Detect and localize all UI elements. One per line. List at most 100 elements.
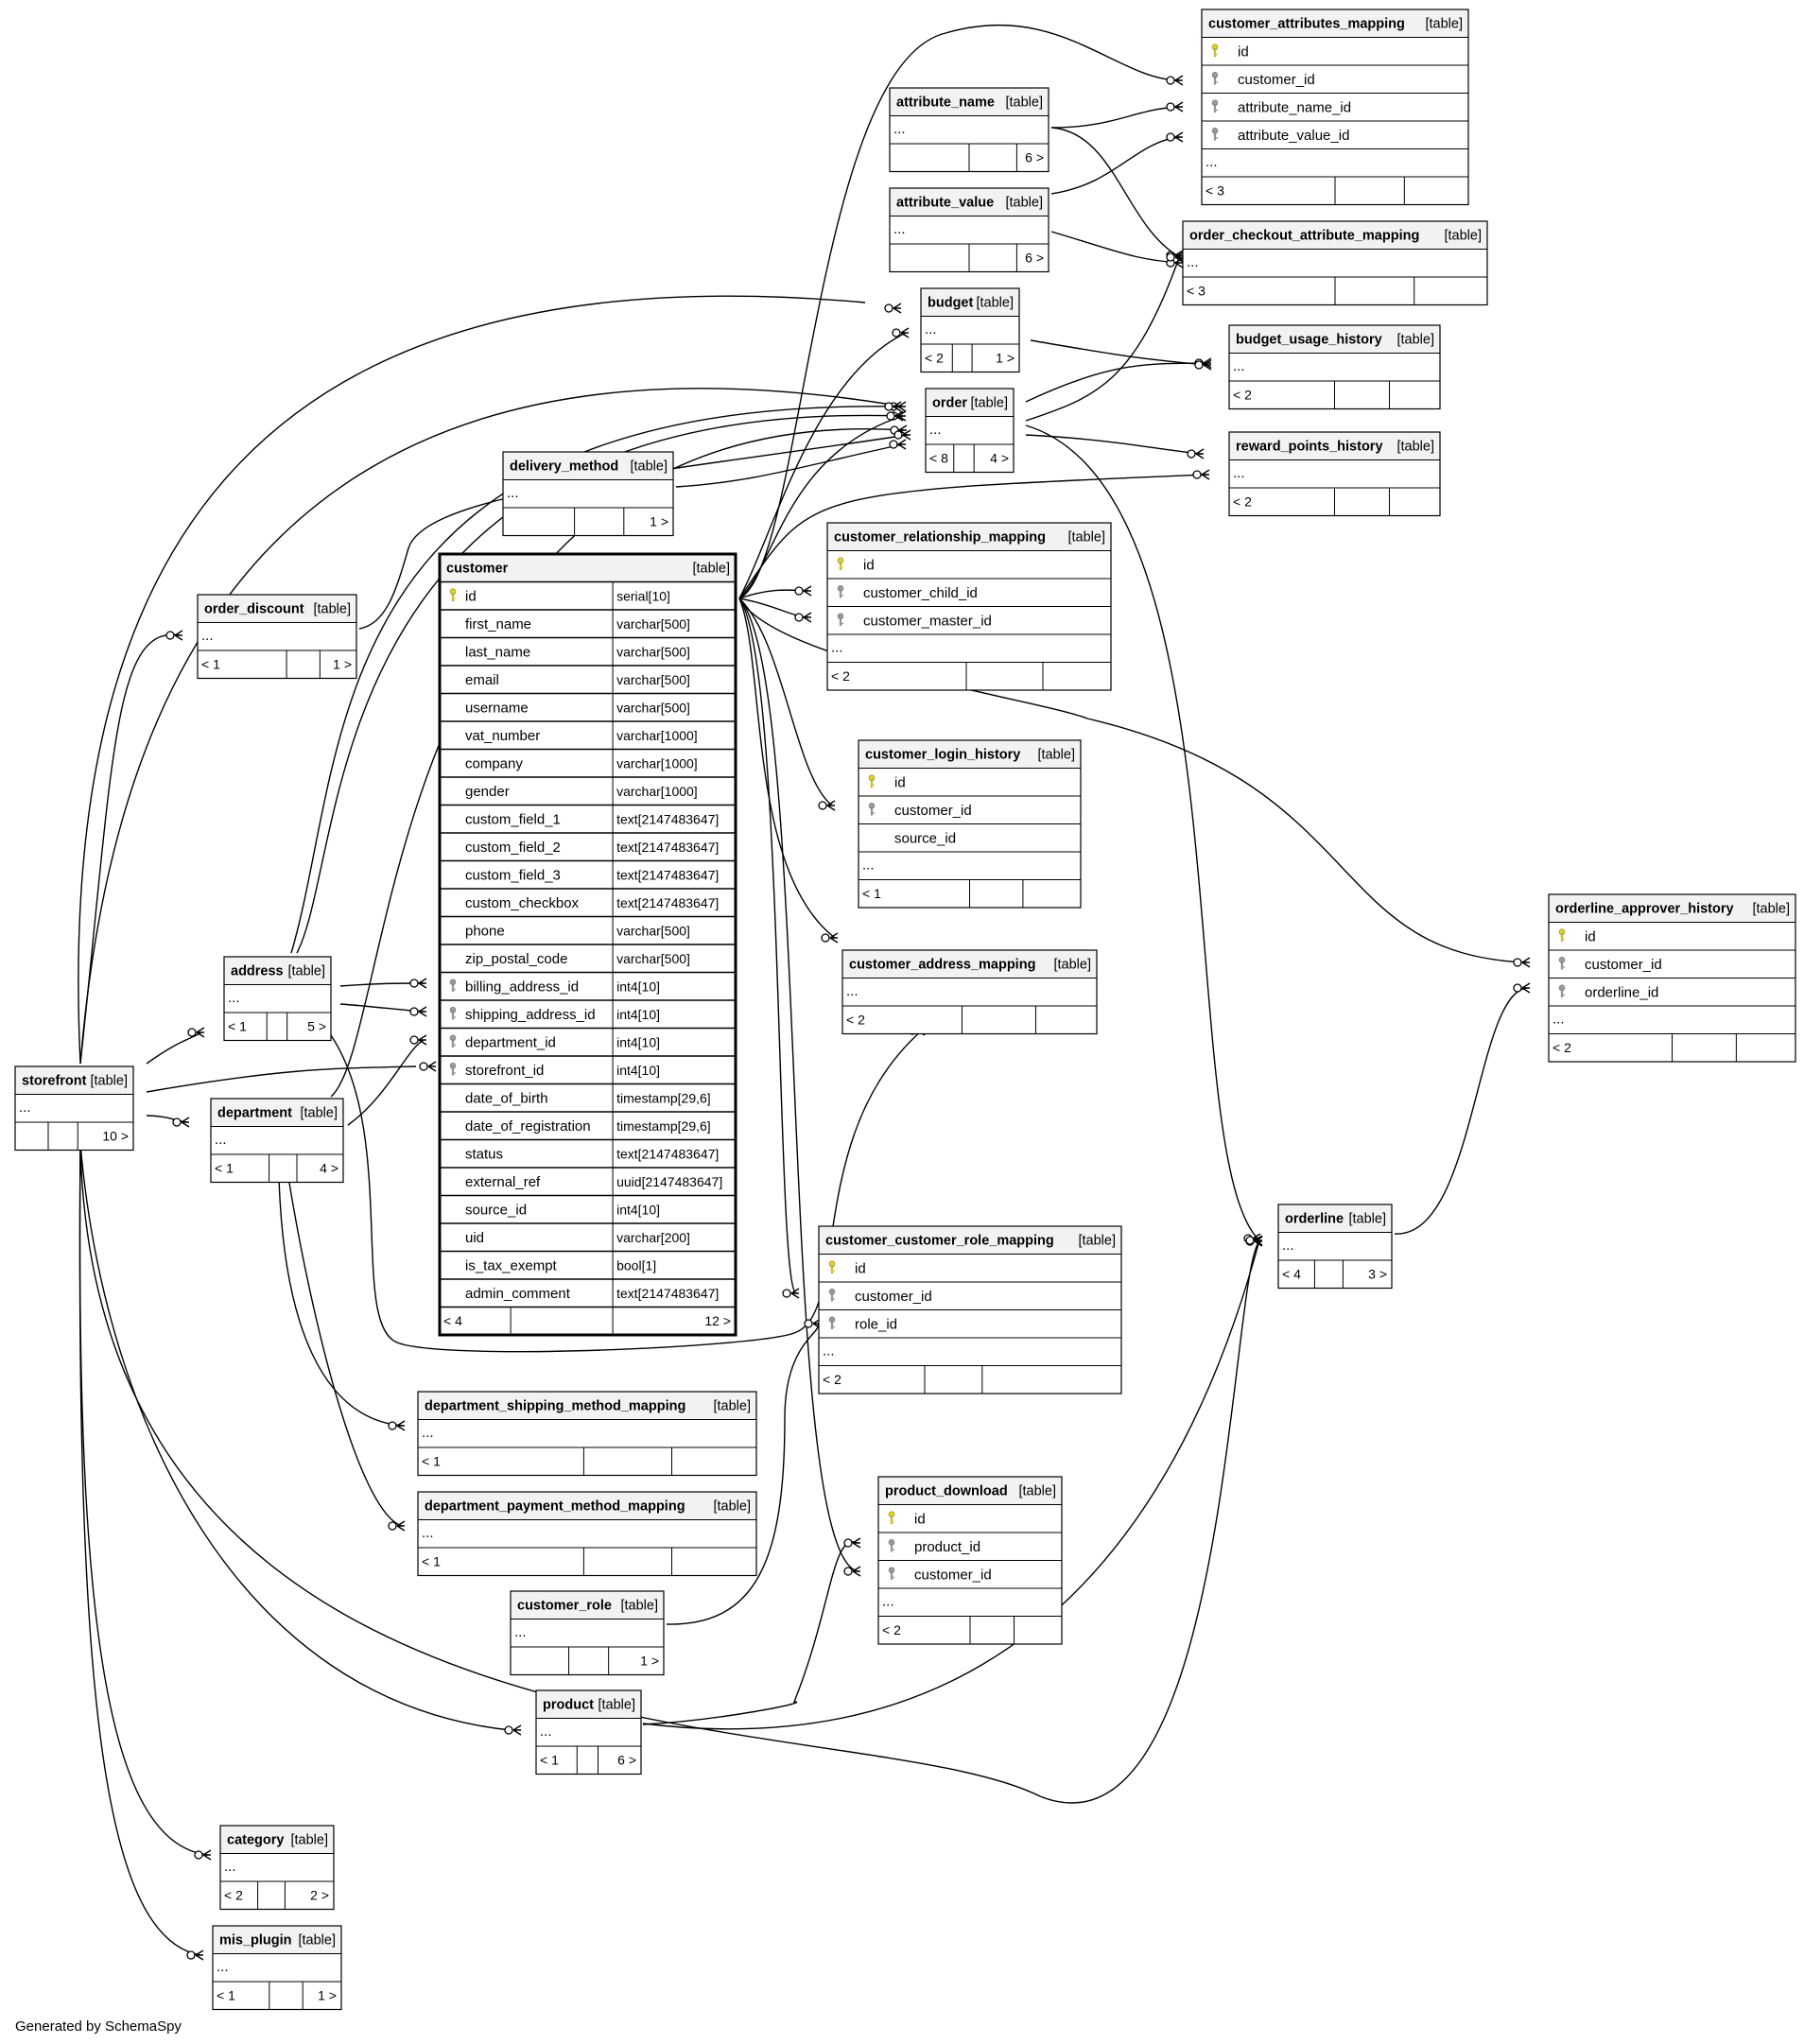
parent-count[interactable]: < 1 <box>215 1160 234 1175</box>
table-product_download[interactable]: product_download[table]idproduct_idcusto… <box>877 1476 1063 1645</box>
child-count[interactable]: 3 > <box>1368 1266 1387 1281</box>
column-name: id <box>863 557 875 573</box>
parent-count[interactable]: < 1 <box>422 1553 441 1568</box>
child-count[interactable]: 1 > <box>650 513 668 528</box>
table-customer_customer_role_mapping[interactable]: customer_customer_role_mapping[table]idc… <box>818 1225 1122 1394</box>
parent-count[interactable]: < 2 <box>882 1622 901 1637</box>
child-count[interactable]: 12 > <box>704 1313 731 1328</box>
column-type: int4[10] <box>616 1063 660 1078</box>
table-name: attribute_value <box>896 195 994 210</box>
table-name: department_payment_method_mapping <box>425 1498 685 1514</box>
table-department_shipping_method_mapping[interactable]: department_shipping_method_mapping[table… <box>417 1391 757 1477</box>
foreign-key-icon <box>837 584 844 598</box>
table-department_payment_method_mapping[interactable]: department_payment_method_mapping[table]… <box>417 1491 757 1577</box>
column-name: custom_field_3 <box>465 867 561 883</box>
foreign-key-icon <box>868 802 876 816</box>
table-attribute_name[interactable]: attribute_name[table]...6 > <box>889 87 1049 173</box>
table-reward_points_history[interactable]: reward_points_history[table]...< 2 <box>1228 431 1441 517</box>
parent-count[interactable]: < 2 <box>1233 494 1252 509</box>
relationship-edge <box>675 439 907 488</box>
column-name: storefront_id <box>465 1063 544 1079</box>
table-customer_role[interactable]: customer_role[table]...1 > <box>510 1590 665 1676</box>
relationship-edge <box>738 585 812 599</box>
relationship-edge <box>1050 231 1184 268</box>
column-name: department_id <box>465 1034 556 1050</box>
relationship-edge <box>296 410 904 954</box>
relationship-edge <box>339 1003 427 1017</box>
child-count[interactable]: 1 > <box>318 1987 337 2002</box>
column-name: id <box>465 588 477 604</box>
table-delivery_method[interactable]: delivery_method[table]...1 > <box>502 451 674 537</box>
table-name: reward_points_history <box>1236 439 1383 454</box>
relationship-edge <box>1050 101 1184 129</box>
parent-count[interactable]: < 1 <box>228 1018 247 1033</box>
table-customer_login_history[interactable]: customer_login_history[table]idcustomer_… <box>858 739 1082 909</box>
child-count[interactable]: 1 > <box>333 656 352 671</box>
table-customer_relationship_mapping[interactable]: customer_relationship_mapping[table]idcu… <box>826 522 1112 691</box>
parent-count[interactable]: < 1 <box>540 1752 559 1767</box>
column-name: vat_number <box>465 728 540 744</box>
parent-count[interactable]: < 1 <box>201 656 220 671</box>
table-type-tag: [table] <box>1397 332 1435 347</box>
parent-count[interactable]: < 1 <box>217 1987 235 2002</box>
table-budget_usage_history[interactable]: budget_usage_history[table]...< 2 <box>1228 324 1441 410</box>
child-count[interactable]: 1 > <box>996 350 1015 365</box>
parent-count[interactable]: < 2 <box>1552 1040 1571 1055</box>
table-attribute_value[interactable]: attribute_value[table]...6 > <box>889 187 1049 273</box>
child-count[interactable]: 4 > <box>990 450 1009 465</box>
relationship-edge <box>1394 982 1531 1235</box>
more-columns: ... <box>422 1525 434 1541</box>
parent-count[interactable]: < 2 <box>846 1012 865 1027</box>
parent-count[interactable]: < 4 <box>443 1313 462 1328</box>
column-name: product_id <box>914 1539 980 1555</box>
column-name: uid <box>465 1230 484 1246</box>
relationship-lines <box>78 24 1531 1961</box>
parent-count[interactable]: < 2 <box>1233 387 1252 402</box>
parent-count[interactable]: < 4 <box>1282 1266 1301 1281</box>
more-columns: ... <box>831 639 843 655</box>
parent-count[interactable]: < 2 <box>224 1887 243 1902</box>
table-name: attribute_name <box>896 95 995 110</box>
parent-count[interactable]: < 1 <box>862 886 881 901</box>
child-count[interactable]: 2 > <box>310 1887 329 1902</box>
table-order_checkout_attribute_mapping[interactable]: order_checkout_attribute_mapping[table].… <box>1182 220 1488 306</box>
column-row: attribute_name_id <box>1211 99 1351 115</box>
parent-count[interactable]: < 2 <box>925 350 944 365</box>
parent-count[interactable]: < 3 <box>1187 283 1206 298</box>
parent-count[interactable]: < 8 <box>929 450 948 465</box>
child-count[interactable]: 6 > <box>1025 149 1044 165</box>
table-type-tag: [table] <box>314 601 352 616</box>
parent-count[interactable]: < 3 <box>1206 182 1224 198</box>
column-name: email <box>465 672 499 688</box>
parent-count[interactable]: < 1 <box>422 1453 441 1468</box>
child-count[interactable]: 5 > <box>307 1018 326 1033</box>
table-type-tag: [table] <box>977 295 1015 310</box>
table-customer_attributes_mapping[interactable]: customer_attributes_mapping[table]idcust… <box>1201 9 1469 206</box>
child-count[interactable]: 10 > <box>102 1128 129 1143</box>
parent-count[interactable]: < 2 <box>823 1372 841 1387</box>
child-count[interactable]: 1 > <box>640 1653 659 1668</box>
child-count[interactable]: 4 > <box>320 1160 338 1175</box>
table-type-tag: [table] <box>291 1832 329 1847</box>
table-storefront[interactable]: storefront[table]...10 > <box>14 1065 134 1152</box>
table-customer_address_mapping[interactable]: customer_address_mapping[table]...< 2 <box>841 949 1098 1035</box>
child-count[interactable]: 6 > <box>617 1752 636 1767</box>
more-columns: ... <box>1233 465 1245 481</box>
child-count[interactable]: 6 > <box>1025 250 1044 265</box>
column-type: varchar[500] <box>616 644 690 659</box>
table-orderline_approver_history[interactable]: orderline_approver_history[table]idcusto… <box>1548 893 1796 1063</box>
parent-count[interactable]: < 2 <box>831 668 850 684</box>
